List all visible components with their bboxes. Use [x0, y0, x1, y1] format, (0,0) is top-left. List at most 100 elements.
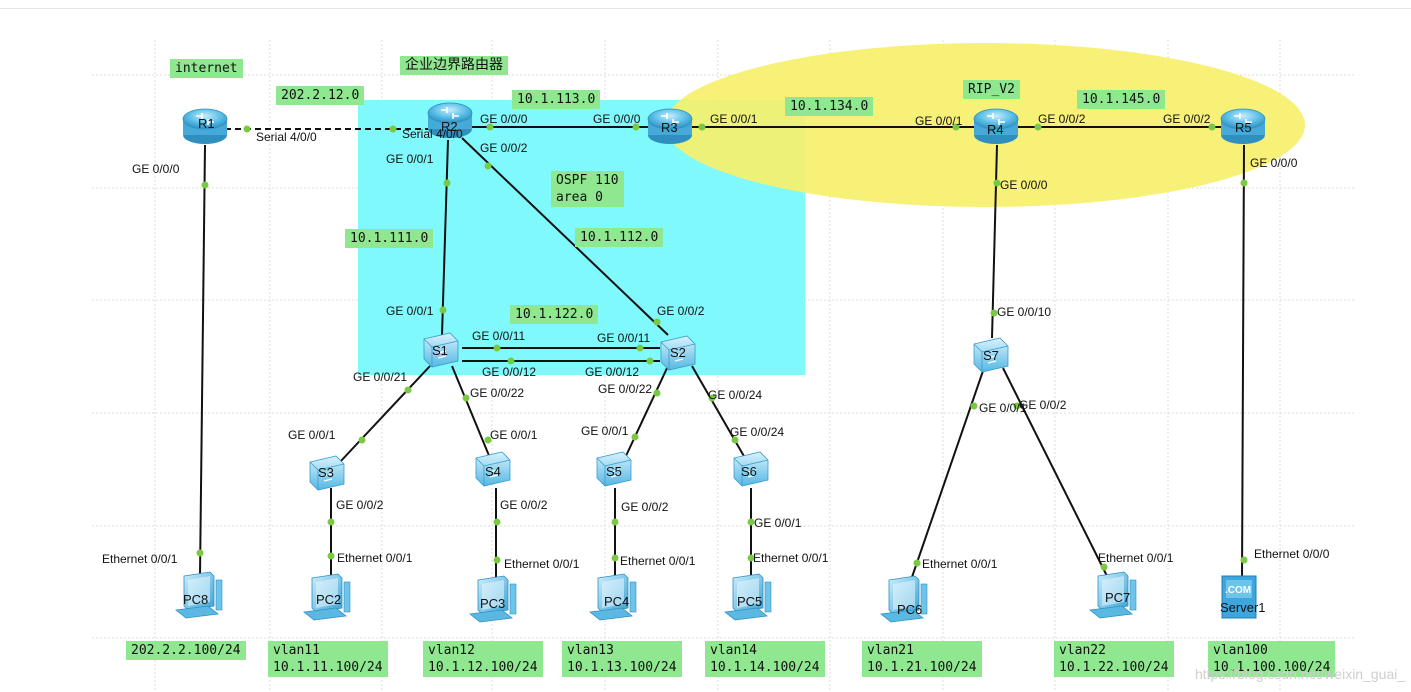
r4-ge002-label: GE 0/0/2 — [1038, 112, 1086, 126]
pc5-ip: 10.1.14.100/24 — [710, 660, 820, 675]
r3-label: R3 — [661, 120, 678, 135]
pc7-subnet: vlan22 10.1.22.100/24 — [1054, 641, 1174, 677]
r2-ge002-label: GE 0/0/2 — [480, 141, 528, 155]
r2-ge000-label: GE 0/0/0 — [480, 112, 528, 126]
pc8-subnet: 202.2.2.100/24 — [126, 641, 246, 660]
s2-ge002-label: GE 0/0/2 — [657, 304, 705, 318]
pc7-vlan: vlan22 — [1059, 643, 1106, 658]
pc5-vlan: vlan14 — [710, 643, 757, 658]
network-145-label: 10.1.145.0 — [1077, 90, 1166, 109]
s7-ge002-label: GE 0/0/2 — [1019, 398, 1067, 412]
link-s7-pc7 — [1002, 367, 1109, 579]
r1-label: R1 — [198, 116, 215, 131]
server-subnet: vlan100 10.1.100.100/24 — [1208, 641, 1336, 677]
edge-router-title: 企业边界路由器 — [400, 56, 508, 75]
r3-ge001-label: GE 0/0/1 — [710, 112, 758, 126]
s3-ge002-label: GE 0/0/2 — [336, 498, 384, 512]
network-202-label: 202.2.12.0 — [276, 86, 365, 105]
watermark: https://blog.csdn.net/weixin_guai_ — [1195, 666, 1406, 682]
server-com-label: .COM — [1225, 585, 1251, 596]
server-eth-label: Ethernet 0/0/0 — [1254, 547, 1330, 561]
pc6-eth-label: Ethernet 0/0/1 — [922, 557, 998, 571]
pc4-ip: 10.1.13.100/24 — [567, 660, 677, 675]
r2-label: R2 — [441, 119, 458, 134]
ospf-process-text: OSPF 110 — [556, 173, 619, 188]
pc4-subnet: vlan13 10.1.13.100/24 — [562, 641, 682, 677]
pc3-ip: 10.1.12.100/24 — [428, 660, 538, 675]
link-s2-s5 — [624, 365, 669, 459]
s4-label: S4 — [485, 464, 501, 479]
link-r2-s1 — [441, 139, 449, 336]
pc2-vlan: vlan11 — [273, 643, 320, 658]
network-122-label: 10.1.122.0 — [510, 305, 599, 324]
ospf-label: OSPF 110 area 0 — [551, 171, 624, 207]
s5-ge002-label: GE 0/0/2 — [621, 500, 669, 514]
s1-ge011-label: GE 0/0/11 — [472, 329, 525, 343]
link-r2-s2 — [461, 137, 669, 336]
link-r5-server — [1241, 144, 1245, 581]
r5-ge002-label: GE 0/0/2 — [1163, 112, 1211, 126]
pc8-ip: 202.2.2.100/24 — [131, 643, 241, 658]
s3-ge001-label: GE 0/0/1 — [288, 428, 336, 442]
link-r1-pc8 — [199, 144, 206, 576]
server-ip: 10.1.100.100/24 — [1213, 660, 1331, 675]
s1-ge021-label: GE 0/0/21 — [353, 370, 407, 384]
pc2-label: PC2 — [316, 592, 341, 607]
pc2-ip: 10.1.11.100/24 — [273, 660, 383, 675]
pc6-vlan: vlan21 — [867, 643, 914, 658]
s6-label: S6 — [741, 464, 757, 479]
port-dots — [196, 123, 1248, 571]
network-111-label: 10.1.111.0 — [345, 229, 434, 248]
pc4-vlan: vlan13 — [567, 643, 614, 658]
s1-ge001-label: GE 0/0/1 — [386, 304, 434, 318]
pc4-eth-label: Ethernet 0/0/1 — [620, 554, 696, 568]
r2-serial-label: Serial 4/0/0 — [402, 127, 463, 141]
s1-ge022-label: GE 0/0/22 — [470, 386, 524, 400]
s2-label: S2 — [670, 345, 686, 360]
s6-ge001-label: GE 0/0/1 — [754, 516, 802, 530]
s2-ge011-label: GE 0/0/11 — [597, 331, 650, 345]
interface-labels: Serial 4/0/0 GE 0/0/0 Serial 4/0/0 GE 0/… — [102, 112, 1330, 571]
pc5-subnet: vlan14 10.1.14.100/24 — [705, 641, 825, 677]
pc7-eth-label: Ethernet 0/0/1 — [1098, 551, 1174, 565]
pc6-subnet: vlan21 10.1.21.100/24 — [862, 641, 982, 677]
s5-label: S5 — [606, 464, 622, 479]
pc5-eth-label: Ethernet 0/0/1 — [753, 551, 829, 565]
s1-ge012-label: GE 0/0/12 — [482, 365, 536, 379]
pc2-eth-label: Ethernet 0/0/1 — [337, 551, 413, 565]
internet-label: internet — [170, 59, 243, 78]
pc7-ip: 10.1.22.100/24 — [1059, 660, 1169, 675]
r1-ge-label: GE 0/0/0 — [132, 162, 180, 176]
r4-label: R4 — [987, 122, 1004, 137]
rip-label: RIP_V2 — [963, 80, 1020, 99]
pc6-label: PC6 — [897, 602, 922, 617]
s6-ge024-label: GE 0/0/24 — [730, 425, 784, 439]
r5-label: R5 — [1235, 120, 1252, 135]
r3-ge000-label: GE 0/0/0 — [593, 112, 641, 126]
link-s1-s4 — [451, 365, 491, 459]
r4-ge001-label: GE 0/0/1 — [915, 114, 963, 128]
server-server1[interactable]: .COM — [1221, 575, 1257, 619]
s2-ge024-label: GE 0/0/24 — [708, 388, 762, 402]
r1-serial-label: Serial 4/0/0 — [256, 130, 317, 144]
r5-ge000-label: GE 0/0/0 — [1250, 156, 1298, 170]
top-divider — [0, 8, 1411, 9]
network-112-label: 10.1.112.0 — [575, 228, 664, 247]
s1-label: S1 — [432, 343, 448, 358]
s4-ge001-label: GE 0/0/1 — [490, 428, 538, 442]
device-labels: R1 R2 R3 R4 R5 S1 S2 S3 S4 S5 S6 S7 PC8 … — [183, 116, 1266, 617]
link-r4-s7 — [991, 144, 998, 339]
server-vlan: vlan100 — [1213, 643, 1268, 658]
s2-ge022-label: GE 0/0/22 — [598, 382, 652, 396]
pc8-label: PC8 — [183, 592, 208, 607]
s7-label: S7 — [983, 348, 999, 363]
pc4-label: PC4 — [604, 594, 629, 609]
pc2-subnet: vlan11 10.1.11.100/24 — [268, 641, 388, 677]
s7-ge010-label: GE 0/0/10 — [997, 305, 1051, 319]
server1-label: Server1 — [1220, 600, 1266, 615]
ospf-area-text: area 0 — [556, 190, 603, 205]
pc3-subnet: vlan12 10.1.12.100/24 — [423, 641, 543, 677]
s4-ge002-label: GE 0/0/2 — [500, 498, 548, 512]
network-113-label: 10.1.113.0 — [512, 90, 601, 109]
pc3-label: PC3 — [480, 596, 505, 611]
